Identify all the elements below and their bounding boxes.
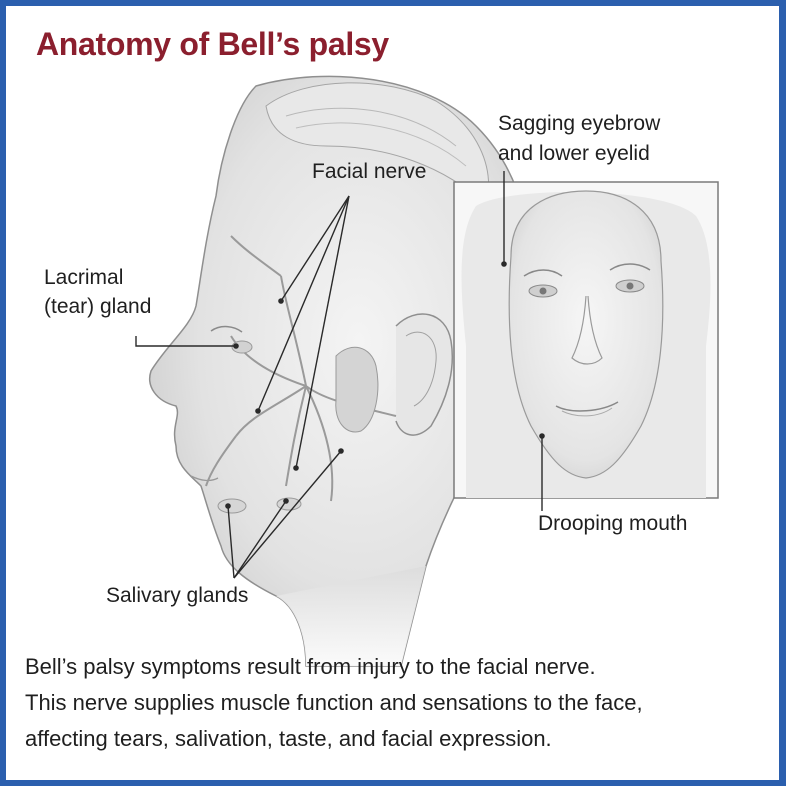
label-drooping-mouth: Drooping mouth (538, 512, 688, 535)
diagram-title: Anatomy of Bell’s palsy (36, 26, 389, 62)
label-lacrimal-line1: Lacrimal (44, 266, 124, 289)
profile-head-illustration (149, 75, 531, 667)
label-lacrimal-line2: (tear) gland (44, 295, 152, 318)
caption-line: Bell’s palsy symptoms result from injury… (25, 654, 596, 679)
caption-text: Bell’s palsy symptoms result from injury… (25, 649, 765, 757)
label-facial-nerve: Facial nerve (312, 160, 427, 183)
anatomy-illustration (135, 75, 719, 667)
label-sagging-line1: Sagging eyebrow (498, 112, 661, 135)
leader-lines (135, 171, 543, 579)
diagram-card: Anatomy of Bell’s palsy (6, 6, 779, 780)
front-face-illustration (453, 181, 719, 499)
label-sagging-line2: and lower eyelid (498, 142, 650, 165)
caption-line: affecting tears, salivation, taste, and … (25, 726, 552, 751)
salivary-gland-shape (335, 346, 379, 433)
label-salivary-glands: Salivary glands (106, 584, 249, 607)
caption-line: This nerve supplies muscle function and … (25, 690, 643, 715)
